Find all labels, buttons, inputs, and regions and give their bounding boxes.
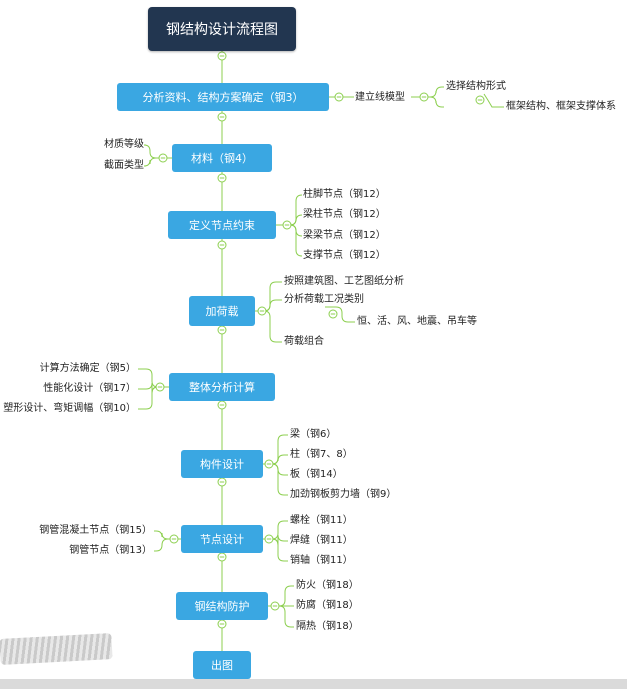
branch-column: 柱（钢7、8） (290, 449, 353, 460)
collapse-toggle-icon[interactable] (155, 382, 165, 392)
step-global-analysis: 整体分析计算 (169, 373, 275, 401)
collapse-toggle-icon[interactable] (334, 92, 344, 102)
branch-load-drawings: 按照建筑图、工艺图纸分析 (284, 276, 404, 287)
branch-node-column-base: 柱脚节点（钢12） (303, 189, 386, 200)
collapse-toggle-icon[interactable] (270, 601, 280, 611)
step-joint-design: 节点设计 (181, 525, 263, 553)
branch-build-model: 建立线模型 (355, 92, 405, 103)
collapse-toggle-icon[interactable] (264, 534, 274, 544)
collapse-toggle-icon[interactable] (217, 240, 227, 250)
branch-tube-joint: 钢管节点（钢13） (69, 545, 152, 556)
step-analysis: 分析资料、结构方案确定（钢3） (117, 83, 329, 111)
branch-calc-method: 计算方法确定（钢5） (39, 363, 136, 374)
collapse-toggle-icon[interactable] (217, 325, 227, 335)
collapse-toggle-icon[interactable] (217, 51, 227, 61)
branch-load-combination: 荷载组合 (284, 336, 324, 347)
step-loads: 加荷载 (189, 296, 255, 326)
collapse-toggle-icon[interactable] (217, 477, 227, 487)
branch-node-beam-beam: 梁梁节点（钢12） (303, 230, 386, 241)
collapse-toggle-icon[interactable] (328, 309, 338, 319)
branch-structure-form-detail: 框架结构、框架支撑体系 (506, 101, 616, 112)
collapse-toggle-icon[interactable] (217, 400, 227, 410)
collapse-toggle-icon[interactable] (282, 220, 292, 230)
step-material: 材料（钢4） (172, 144, 272, 172)
step-member-design: 构件设计 (181, 450, 263, 478)
collapse-toggle-icon[interactable] (217, 552, 227, 562)
collapse-toggle-icon[interactable] (169, 534, 179, 544)
branch-node-brace: 支撑节点（钢12） (303, 250, 386, 261)
branch-structure-form: 选择结构形式 (446, 81, 506, 92)
branch-bolt: 螺栓（钢11） (290, 515, 353, 526)
bottom-scrollbar (0, 679, 627, 689)
branch-plastic-design: 塑形设计、弯矩调幅（钢10） (3, 403, 136, 414)
branch-weld: 焊缝（钢11） (290, 535, 353, 546)
branch-pin: 销轴（钢11） (290, 555, 353, 566)
branch-anticorrosion: 防腐（钢18） (296, 600, 359, 611)
step-node-constraints: 定义节点约束 (168, 211, 276, 239)
branch-load-cases: 分析荷载工况类别 (284, 294, 364, 305)
collapse-toggle-icon[interactable] (264, 459, 274, 469)
branch-material-grade: 材质等级 (104, 139, 144, 150)
collapse-toggle-icon[interactable] (475, 95, 485, 105)
branch-fireproof: 防火（钢18） (296, 580, 359, 591)
flowchart-title: 钢结构设计流程图 (148, 7, 296, 51)
branch-node-beam-column: 梁柱节点（钢12） (303, 209, 386, 220)
collapse-toggle-icon[interactable] (158, 153, 168, 163)
branch-load-case-types: 恒、活、风、地震、吊车等 (357, 316, 477, 327)
branch-beam: 梁（钢6） (290, 429, 337, 440)
branch-shear-wall: 加劲钢板剪力墙（钢9） (290, 489, 397, 500)
branch-insulation: 隔热（钢18） (296, 621, 359, 632)
collapse-toggle-icon[interactable] (217, 173, 227, 183)
branch-cfst-joint: 钢管混凝土节点（钢15） (39, 525, 152, 536)
step-protection: 钢结构防护 (176, 592, 268, 620)
branch-performance-design: 性能化设计（钢17） (43, 383, 136, 394)
step-output: 出图 (193, 651, 251, 679)
collapse-toggle-icon[interactable] (217, 619, 227, 629)
collapse-toggle-icon[interactable] (257, 306, 267, 316)
branch-section-type: 截面类型 (104, 160, 144, 171)
collapse-toggle-icon[interactable] (419, 92, 429, 102)
branch-plate: 板（钢14） (290, 469, 343, 480)
collapse-toggle-icon[interactable] (217, 112, 227, 122)
